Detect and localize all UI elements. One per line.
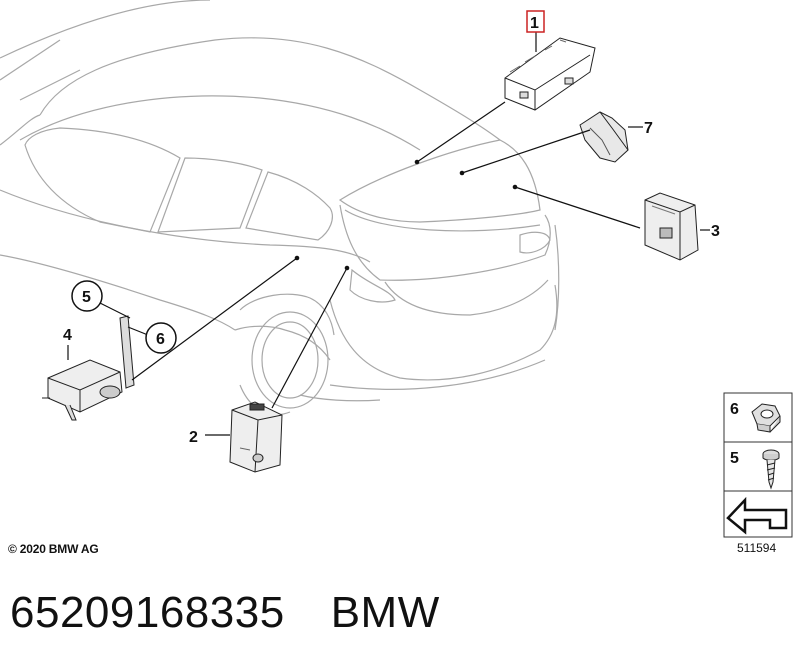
callout-6-circle	[145, 322, 177, 354]
brand-name: BMW	[330, 588, 440, 637]
callout-6[interactable]: 6	[156, 331, 165, 348]
part-7-actuator[interactable]	[579, 111, 629, 163]
screw-icon	[762, 449, 780, 490]
callout-3[interactable]: 3	[711, 223, 720, 240]
callout-1-highlight-box	[526, 10, 545, 33]
callout-5-circle	[71, 280, 103, 312]
callout-7[interactable]: 7	[644, 120, 653, 137]
part-number-caption: 65209168335 BMW	[10, 588, 440, 638]
callout-4[interactable]: 4	[63, 327, 72, 344]
part-2-control-unit[interactable]	[229, 401, 283, 473]
copyright-notice: © 2020 BMW AG	[8, 542, 99, 556]
vehicle-outline	[0, 0, 560, 416]
legend-screw-label: 5	[730, 450, 739, 467]
diagram-symbol-icon	[726, 496, 788, 535]
part-4-horn-bracket[interactable]	[42, 315, 135, 421]
part-number: 65209168335	[10, 588, 285, 637]
part-1-control-module[interactable]	[504, 37, 596, 111]
callout-2[interactable]: 2	[189, 429, 198, 446]
diagram-reference-number: 511594	[737, 541, 777, 555]
callout-5[interactable]: 5	[82, 289, 91, 306]
legend-nut-label: 6	[730, 401, 739, 418]
part-3-module[interactable]	[644, 192, 699, 261]
leader-dots	[294, 159, 518, 271]
hex-nut-icon	[751, 403, 781, 433]
callout-1[interactable]: 1	[530, 15, 539, 32]
leader-lines	[67, 32, 710, 436]
fastener-legend: 6 5	[723, 392, 793, 538]
